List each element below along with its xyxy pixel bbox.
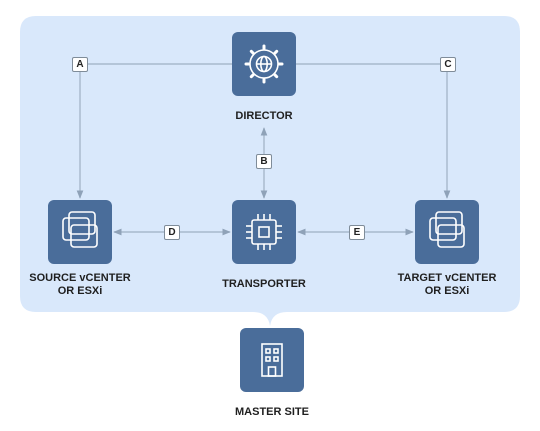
transporter-node [232, 200, 296, 264]
building-icon [261, 343, 283, 377]
director-label: DIRECTOR [235, 110, 293, 122]
connection-d-label: D [164, 225, 180, 240]
connection-c-label: C [440, 57, 456, 72]
source-node [48, 200, 112, 264]
connection-e-label: E [349, 225, 365, 240]
chip-icon [246, 214, 282, 250]
target-node [415, 200, 479, 264]
stacked-windows-icon [62, 211, 98, 248]
connection-a-label: A [72, 57, 88, 72]
transporter-label: TRANSPORTER [222, 278, 306, 290]
gear-globe-icon [244, 44, 284, 84]
master-site-label: MASTER SITE [235, 406, 309, 418]
site-panel [20, 16, 520, 326]
source-label: SOURCE vCENTER OR ESXi [29, 272, 131, 297]
stacked-windows-icon [429, 211, 465, 248]
master-site-node [240, 328, 304, 392]
director-node [232, 32, 296, 96]
connection-b-label: B [256, 154, 272, 169]
target-label: TARGET vCENTER OR ESXi [397, 272, 497, 297]
